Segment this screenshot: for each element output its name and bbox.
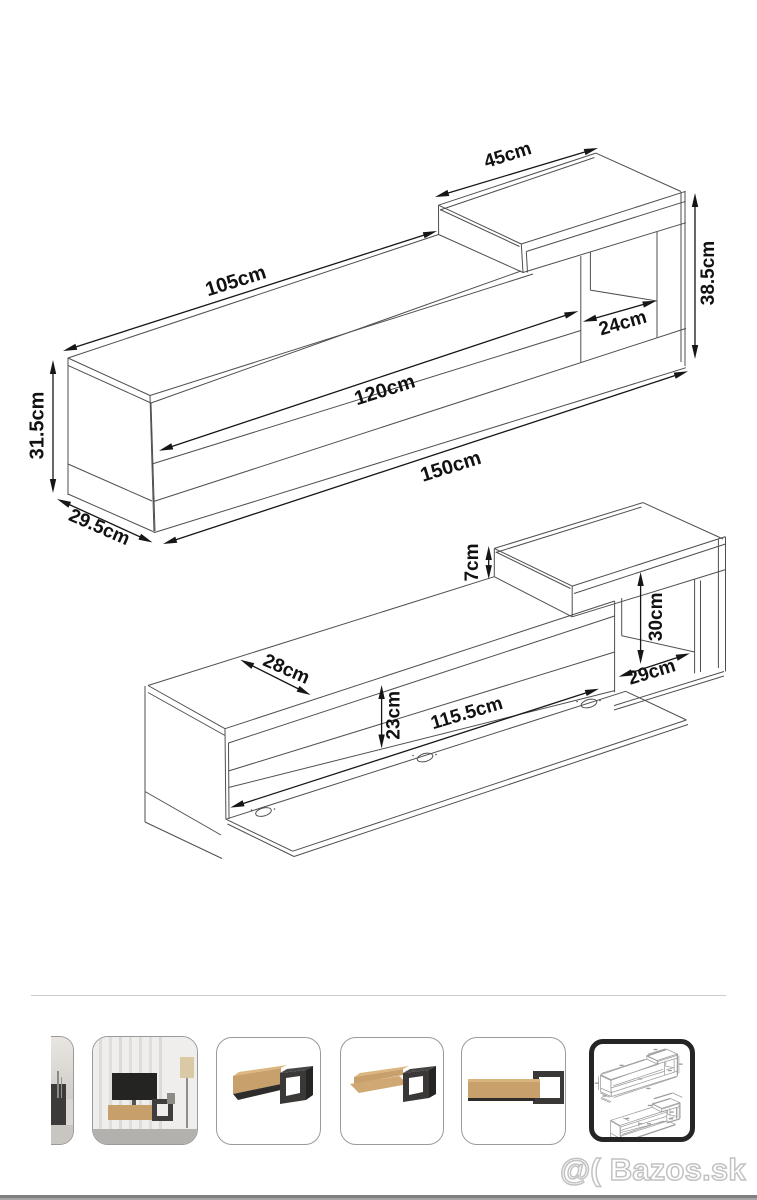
svg-text:38.5cm: 38.5cm <box>698 241 719 305</box>
svg-text:29cm: 29cm <box>626 655 679 689</box>
svg-text:24cm: 24cm <box>597 307 650 341</box>
svg-text:120cm: 120cm <box>352 370 418 410</box>
svg-text:29.5cm: 29.5cm <box>65 505 132 550</box>
svg-text:150cm: 150cm <box>418 447 484 487</box>
svg-text:7cm: 7cm <box>462 543 483 581</box>
svg-text:23cm: 23cm <box>384 691 405 740</box>
svg-text:45cm: 45cm <box>482 138 535 173</box>
svg-text:30cm: 30cm <box>646 592 667 641</box>
svg-text:31.5cm: 31.5cm <box>26 392 48 460</box>
